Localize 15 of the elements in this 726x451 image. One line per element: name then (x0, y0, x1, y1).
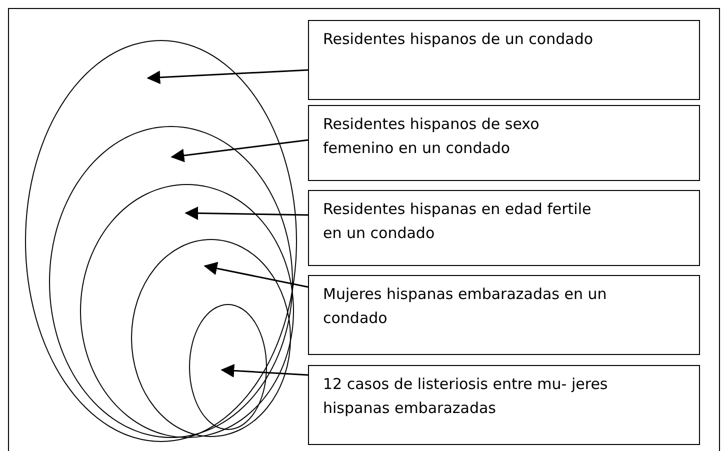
callout-box: Residentes hispanos de un condado (308, 20, 700, 100)
ellipse-outline (49, 126, 293, 438)
ellipse-outline (131, 239, 291, 437)
ellipse-outline (80, 184, 294, 438)
ellipse-outline (189, 304, 267, 430)
arrow (170, 139, 308, 162)
callout-box: 12 casos de listeriosis entre mu- jeres hispanas embarazadas (308, 365, 700, 445)
ellipse-outline (25, 40, 297, 442)
callout-box: Residentes hispanos de sexo femenino en un condado (308, 105, 700, 181)
arrow (184, 206, 308, 220)
callout-box: Mujeres hispanas embarazadas en un condado (308, 275, 700, 355)
callout-box: Residentes hispanas en edad fertile en un condado (308, 190, 700, 266)
arrow (220, 364, 308, 378)
arrow (146, 69, 308, 84)
arrow (204, 262, 308, 288)
